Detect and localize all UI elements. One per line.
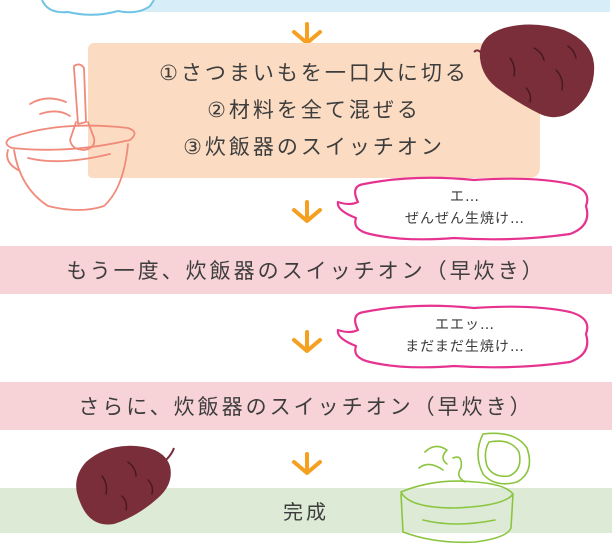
mixing-bowl-icon	[5, 63, 136, 211]
retry-step-1: もう一度、炊飯器のスイッチオン（早炊き）	[66, 259, 546, 283]
rice-cooker-icon	[400, 432, 531, 544]
sweet-potato-icon	[76, 445, 175, 525]
bubble-second-line1: エエッ…	[435, 317, 495, 333]
speech-bubble-icon	[41, 0, 155, 16]
speech-bubble-first: エ… ぜんぜん生焼け…	[334, 176, 596, 244]
retry-step-2: さらに、炊飯器のスイッチオン（早炊き）	[78, 395, 534, 419]
steps-band: ①さつまいもを一口大に切る ②材料を全て混ぜる ③炊飯器のスイッチオン	[88, 43, 540, 178]
down-arrow-icon	[292, 452, 322, 475]
bubble-first-line1: エ…	[450, 189, 480, 205]
speech-bubble-icon	[336, 176, 589, 241]
down-arrow-icon	[292, 330, 322, 353]
sweet-potato-icon	[473, 24, 595, 118]
speech-bubble-icon	[336, 304, 589, 369]
retry-band-1: もう一度、炊飯器のスイッチオン（早炊き）	[0, 246, 612, 294]
bubble-second-line2: まだまだ生焼け…	[405, 339, 525, 355]
step-cut: ①さつまいもを一口大に切る	[159, 61, 469, 85]
bubble-first-line2: ぜんぜん生焼け…	[405, 211, 525, 227]
step-switch-on: ③炊飯器のスイッチオン	[183, 135, 445, 159]
retry-band-2: さらに、炊飯器のスイッチオン（早炊き）	[0, 382, 612, 430]
down-arrow-icon	[292, 200, 322, 223]
speech-bubble-second: エエッ… まだまだ生焼け…	[334, 304, 596, 372]
top-flow-band	[135, 0, 610, 12]
step-mix: ②材料を全て混ぜる	[207, 98, 421, 122]
done-step: 完成	[283, 500, 329, 524]
